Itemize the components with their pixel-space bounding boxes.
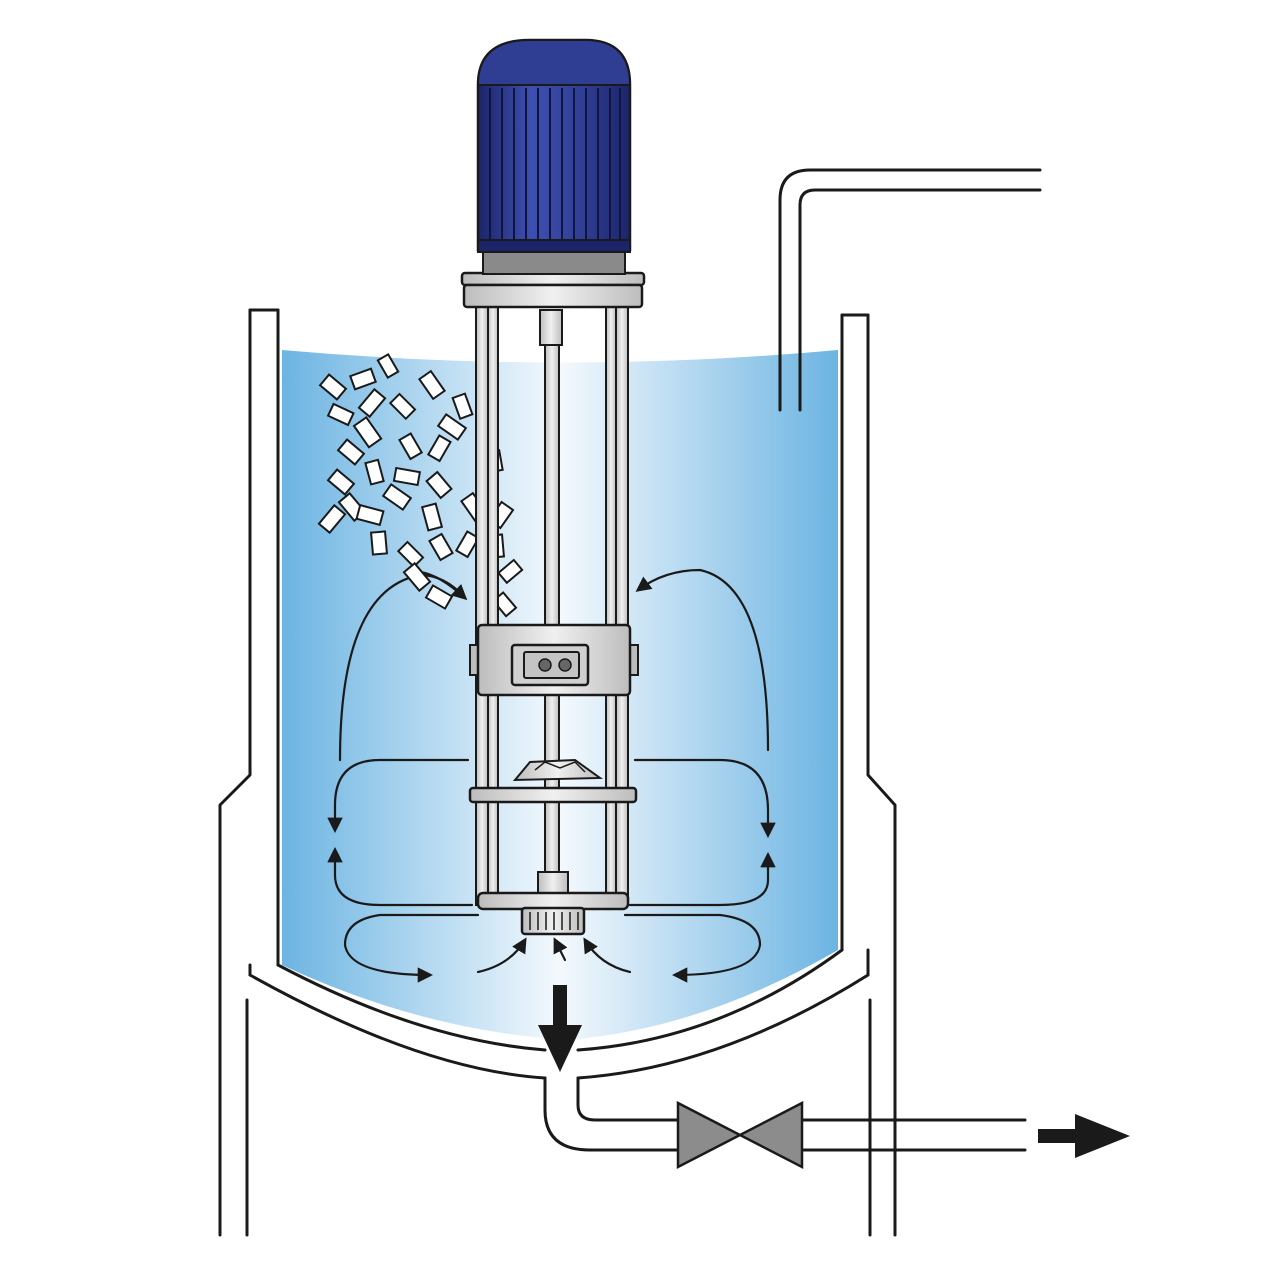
bottom-rotor: [476, 871, 630, 936]
impeller: [468, 758, 638, 804]
mounting-plate: [460, 271, 646, 309]
inlet-pipe: [778, 168, 1042, 412]
shaft: [539, 309, 563, 886]
outlet-arrow-icon: [1038, 1114, 1130, 1158]
valve-icon: [676, 1100, 804, 1170]
flow-arrows: [327, 568, 776, 983]
drain-arrow-icon: [538, 985, 582, 1072]
motor: [476, 38, 632, 275]
outlet-pipe: [543, 1076, 1027, 1152]
rotor-stator-mixing-head: [469, 623, 639, 697]
vessel: [218, 308, 897, 1237]
